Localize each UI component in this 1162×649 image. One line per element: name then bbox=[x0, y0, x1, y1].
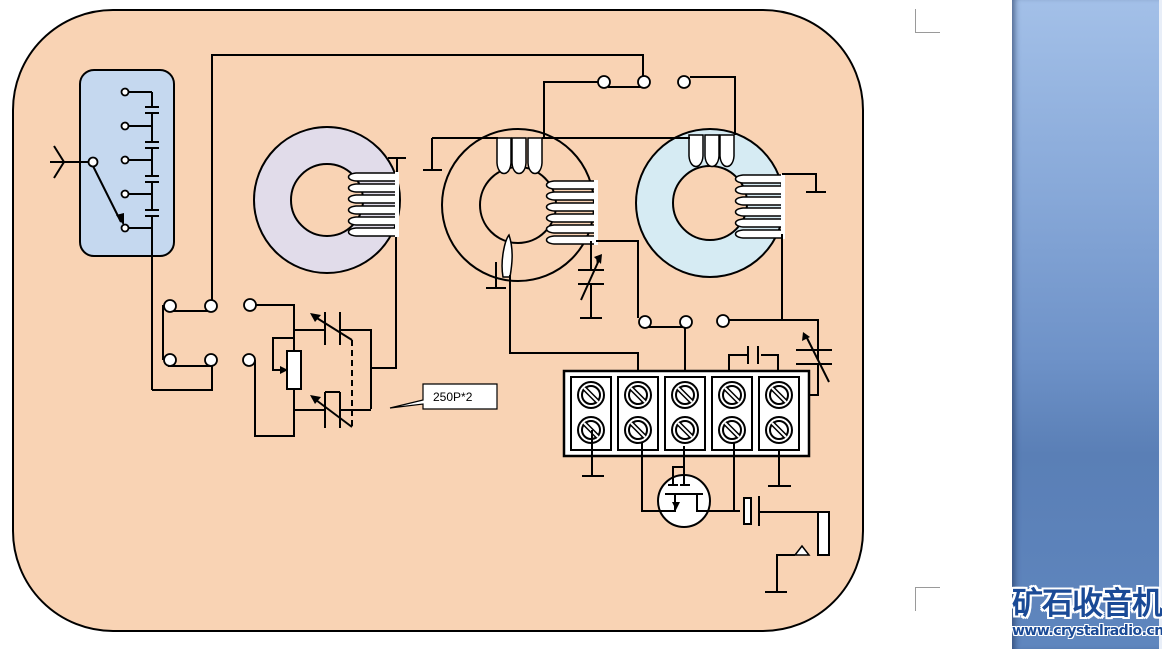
potentiometer bbox=[286, 350, 302, 390]
coil-loop bbox=[527, 137, 543, 175]
coil-winding bbox=[545, 235, 596, 245]
coil-loop bbox=[688, 134, 704, 168]
screw-slot-highlight bbox=[583, 387, 599, 403]
coil-loop bbox=[496, 137, 512, 175]
coil-winding bbox=[545, 191, 596, 201]
toroid-right bbox=[635, 128, 826, 278]
screw-head bbox=[675, 420, 695, 440]
screw-head bbox=[628, 420, 648, 440]
screw-slot-highlight bbox=[630, 422, 646, 438]
screw-head bbox=[581, 385, 601, 405]
tuning-section bbox=[272, 234, 397, 428]
sidebar-panel bbox=[1012, 0, 1162, 649]
site-logo: 矿石收音机 www.crystalradio.cn bbox=[1012, 586, 1162, 649]
trimmer-capacitor-middle bbox=[578, 240, 639, 319]
selector-tap-terminal[interactable] bbox=[120, 87, 130, 97]
coil-winding bbox=[347, 205, 397, 215]
screw-head bbox=[769, 385, 789, 405]
coil-loop bbox=[511, 137, 527, 175]
toroid-left bbox=[253, 126, 406, 274]
antenna-selector bbox=[50, 69, 175, 390]
coil-winding bbox=[347, 227, 397, 237]
screw-head bbox=[675, 385, 695, 405]
coil-winding bbox=[545, 213, 596, 223]
screw-slot-highlight bbox=[771, 387, 787, 403]
screw-head bbox=[769, 420, 789, 440]
selector-tap-terminal[interactable] bbox=[120, 121, 130, 131]
selector-tap-terminal[interactable] bbox=[120, 155, 130, 165]
coil-winding bbox=[545, 224, 596, 234]
electrolytic-capacitor bbox=[743, 496, 818, 526]
schematic-diagram: 250P*2 bbox=[12, 9, 864, 632]
coil-winding bbox=[347, 172, 397, 182]
crop-mark-top bbox=[915, 9, 940, 33]
crop-mark-bottom bbox=[915, 587, 940, 611]
screw-slot-highlight bbox=[724, 422, 740, 438]
coil-winding bbox=[347, 194, 397, 204]
logo-url: www.crystalradio.cn bbox=[1012, 623, 1162, 639]
screw-slot-highlight bbox=[630, 387, 646, 403]
band-switch-left bbox=[152, 298, 295, 437]
selector-common-terminal bbox=[87, 156, 99, 168]
coil-winding bbox=[734, 185, 783, 195]
terminal-block bbox=[562, 369, 811, 458]
capacitor-callout: 250P*2 bbox=[389, 383, 498, 410]
coil-winding bbox=[347, 183, 397, 193]
coil-winding bbox=[734, 207, 783, 217]
band-switch-bottom bbox=[638, 234, 819, 378]
coil-edge bbox=[395, 172, 399, 237]
coil-winding bbox=[545, 202, 596, 212]
screw-head bbox=[722, 385, 742, 405]
coil-winding bbox=[734, 174, 783, 184]
coil-winding bbox=[545, 180, 596, 190]
screw-slot-highlight bbox=[677, 387, 693, 403]
screw-slot-highlight bbox=[724, 387, 740, 403]
selector-tap-terminal[interactable] bbox=[120, 189, 130, 199]
coil-winding bbox=[347, 216, 397, 226]
coil-loop bbox=[719, 134, 735, 168]
sidebar-edge bbox=[1159, 0, 1162, 649]
callout-label: 250P*2 bbox=[433, 390, 473, 404]
document-page: 250P*2 bbox=[12, 9, 940, 632]
coil-winding bbox=[734, 218, 783, 228]
coil-edge bbox=[781, 174, 785, 239]
earphone-jack bbox=[765, 511, 830, 593]
coil-winding bbox=[734, 229, 783, 239]
coil-edge bbox=[594, 180, 598, 245]
toroid-middle bbox=[423, 128, 639, 378]
screw-slot-highlight bbox=[677, 422, 693, 438]
screw-slot-highlight bbox=[771, 422, 787, 438]
band-switch-top bbox=[597, 75, 736, 135]
coil-winding bbox=[734, 196, 783, 206]
coil-loop bbox=[704, 134, 720, 168]
logo-title: 矿石收音机 bbox=[1012, 586, 1162, 622]
screw-head bbox=[722, 420, 742, 440]
mosfet bbox=[641, 442, 740, 528]
selector-tap-terminal[interactable] bbox=[120, 223, 130, 233]
screw-head bbox=[628, 385, 648, 405]
antenna-icon bbox=[50, 145, 92, 179]
